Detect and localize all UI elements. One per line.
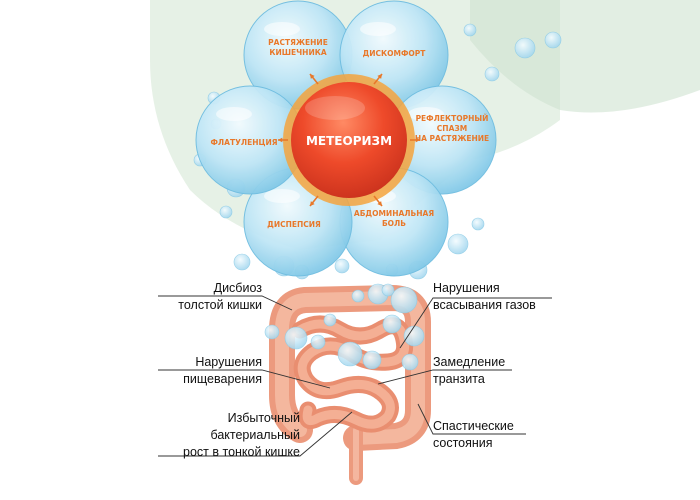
- symptom-label-discomfort: ДИСКОМФОРТ: [363, 49, 427, 58]
- arrow-to-stretching: [373, 73, 383, 85]
- symptom-label-reflex-spasm: НА РАСТЯЖЕНИЕ: [415, 134, 489, 143]
- arrow-to-discomfort: [309, 73, 319, 85]
- gas-bubble: [403, 325, 425, 347]
- leader-line: [399, 297, 552, 349]
- gas-bubble: [337, 341, 363, 367]
- cause-label-bacterial-growth: бактериальный: [210, 428, 300, 442]
- floating-bubble: [471, 217, 485, 231]
- center-label: МЕТЕОРИЗМ: [306, 134, 392, 148]
- cause-label-dysbiosis: толстой кишки: [178, 298, 262, 312]
- arrow-to-dyspepsia: [309, 195, 319, 207]
- arrow-to-flatulence: [278, 137, 288, 143]
- cause-label-digestion: Нарушения: [195, 355, 262, 369]
- cause-label-digestion: пищеварения: [183, 372, 262, 386]
- center-bubble: МЕТЕОРИЗМ: [283, 74, 415, 206]
- symptom-bubble-flatulence: ФЛАТУЛЕНЦИЯ: [195, 85, 305, 195]
- gas-bubble: [401, 353, 419, 371]
- cause-label-spastic: состояния: [433, 436, 493, 450]
- floating-bubble: [334, 258, 350, 274]
- cause-label-transit: Замедление: [433, 355, 505, 369]
- floating-bubble: [447, 233, 469, 255]
- gas-bubble: [284, 326, 308, 350]
- cause-bacterial-growth: Избыточный бактериальный рост в тонкой киш…: [158, 411, 353, 459]
- symptom-label-flatulence: ФЛАТУЛЕНЦИЯ: [210, 138, 277, 147]
- cause-transit: Замедление транзита: [377, 355, 512, 386]
- cause-label-bacterial-growth: рост в тонкой кишке: [183, 445, 300, 459]
- symptom-label-stretching: КИШЕЧНИКА: [269, 48, 327, 57]
- floating-bubble: [463, 23, 477, 37]
- leader-line: [158, 411, 353, 457]
- leader-line: [158, 295, 293, 311]
- floating-bubble: [544, 31, 562, 49]
- floating-bubble: [233, 253, 251, 271]
- gas-bubble: [362, 350, 382, 370]
- floating-bubble: [484, 66, 500, 82]
- gas-bubble: [264, 324, 280, 340]
- arrow-to-reflex-spasm: [410, 137, 420, 143]
- leader-line: [417, 403, 526, 435]
- symptom-label-dyspepsia: ДИСПЕПСИЯ: [267, 220, 321, 229]
- cause-gas-absorption: Нарушения всасывания газов: [399, 281, 552, 349]
- cause-label-bacterial-growth: Избыточный: [228, 411, 300, 425]
- cause-digestion: Нарушения пищеварения: [158, 355, 331, 389]
- arrow-to-abdominal-pain: [373, 195, 383, 207]
- cause-dysbiosis: Дисбиоз толстой кишки: [158, 281, 293, 312]
- cause-label-gas-absorption: Нарушения: [433, 281, 500, 295]
- cause-label-gas-absorption: всасывания газов: [433, 298, 536, 312]
- gas-bubble: [390, 286, 418, 314]
- symptom-label-reflex-spasm: РЕФЛЕКТОРНЫЙ: [416, 114, 489, 123]
- gas-bubble: [382, 314, 402, 334]
- gut-bubbles: [264, 283, 425, 371]
- gas-bubble: [323, 313, 337, 327]
- floating-bubble: [219, 205, 233, 219]
- leader-line: [158, 369, 331, 389]
- symptom-label-abdominal-pain: АБДОМИНАЛЬНАЯ: [354, 209, 434, 218]
- symptom-label-reflex-spasm: СПАЗМ: [437, 124, 467, 133]
- background-wash-right: [470, 0, 700, 113]
- cause-label-spastic: Спастические: [433, 419, 514, 433]
- cause-spastic: Спастические состояния: [417, 403, 526, 450]
- gas-bubble: [310, 334, 326, 350]
- cause-label-transit: транзита: [433, 372, 485, 386]
- symptom-label-abdominal-pain: БОЛЬ: [382, 219, 406, 228]
- floating-bubble: [514, 37, 536, 59]
- symptom-arrows: [278, 73, 420, 207]
- leader-line: [377, 369, 512, 385]
- cause-label-dysbiosis: Дисбиоз: [214, 281, 263, 295]
- symptom-label-stretching: РАСТЯЖЕНИЕ: [268, 38, 328, 47]
- gas-bubble: [381, 283, 395, 297]
- gas-bubble: [351, 289, 365, 303]
